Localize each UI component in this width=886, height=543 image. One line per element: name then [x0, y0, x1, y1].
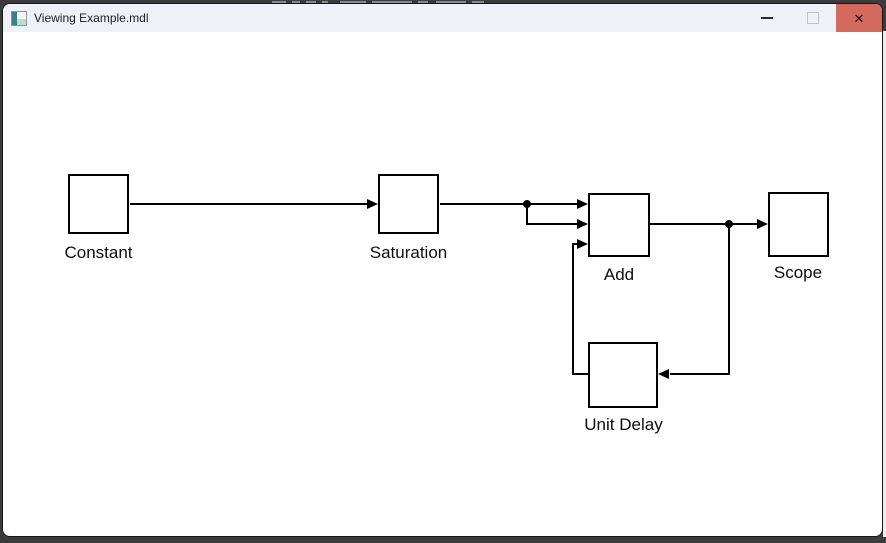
background-mark — [292, 1, 300, 3]
wire-branch-to-add-in1[interactable] — [527, 203, 578, 205]
wire-constant-to-saturation[interactable] — [130, 203, 368, 205]
block-label-add: Add — [603, 265, 635, 284]
close-button[interactable]: ✕ — [836, 4, 882, 32]
minimize-button[interactable] — [744, 4, 790, 32]
wire-branch-down-to-unit-delay[interactable] — [728, 224, 730, 375]
block-label-scope: Scope — [773, 263, 823, 282]
arrowhead-add-input1 — [577, 199, 588, 209]
arrowhead-add-input2 — [577, 219, 588, 229]
block-label-unit-delay: Unit Delay — [584, 415, 663, 434]
wire-branch-to-scope[interactable] — [729, 223, 758, 225]
block-label-saturation: Saturation — [369, 243, 448, 262]
wire-branch-to-add-in2[interactable] — [526, 223, 578, 225]
background-mark — [322, 1, 328, 3]
maximize-icon — [807, 12, 819, 24]
background-mark — [372, 1, 412, 3]
app-window: Viewing Example.mdl ✕ — [2, 3, 883, 537]
diagram-canvas[interactable] — [3, 32, 882, 536]
window-controls: ✕ — [744, 4, 882, 32]
background-mark — [436, 1, 466, 3]
app-icon-detail — [12, 11, 17, 25]
background-mark — [340, 1, 366, 3]
arrowhead-add-input3 — [577, 239, 588, 249]
arrowhead-unit-delay-input — [658, 369, 669, 379]
wire-feedback-up[interactable] — [572, 243, 574, 375]
maximize-button[interactable] — [790, 4, 836, 32]
wire-feedback-to-add-in3[interactable] — [572, 243, 578, 245]
background-window-sliver — [0, 0, 886, 3]
app-icon-detail — [17, 18, 26, 25]
block-constant[interactable] — [68, 174, 129, 234]
wire-saturation-to-branch[interactable] — [440, 203, 527, 205]
background-mark — [472, 1, 484, 3]
block-label-constant: Constant — [64, 243, 133, 262]
arrowhead-saturation-input — [367, 199, 378, 209]
titlebar: Viewing Example.mdl ✕ — [3, 4, 882, 32]
block-add[interactable] — [588, 193, 650, 257]
wire-unit-delay-output[interactable] — [572, 373, 589, 375]
wire-add-to-branch[interactable] — [650, 223, 729, 225]
arrowhead-scope-input — [757, 219, 768, 229]
minimize-icon — [761, 17, 773, 19]
block-saturation[interactable] — [378, 174, 439, 234]
wire-to-unit-delay-input[interactable] — [670, 373, 729, 375]
background-mark — [272, 1, 286, 3]
block-scope[interactable] — [768, 192, 829, 257]
background-window-edge — [883, 31, 886, 537]
background-mark — [306, 1, 316, 3]
wire-branch-down[interactable] — [526, 203, 528, 225]
window-title: Viewing Example.mdl — [34, 11, 149, 25]
app-icon — [11, 10, 27, 26]
background-mark — [418, 1, 428, 3]
close-icon: ✕ — [853, 10, 865, 26]
block-unit-delay[interactable] — [588, 342, 658, 408]
